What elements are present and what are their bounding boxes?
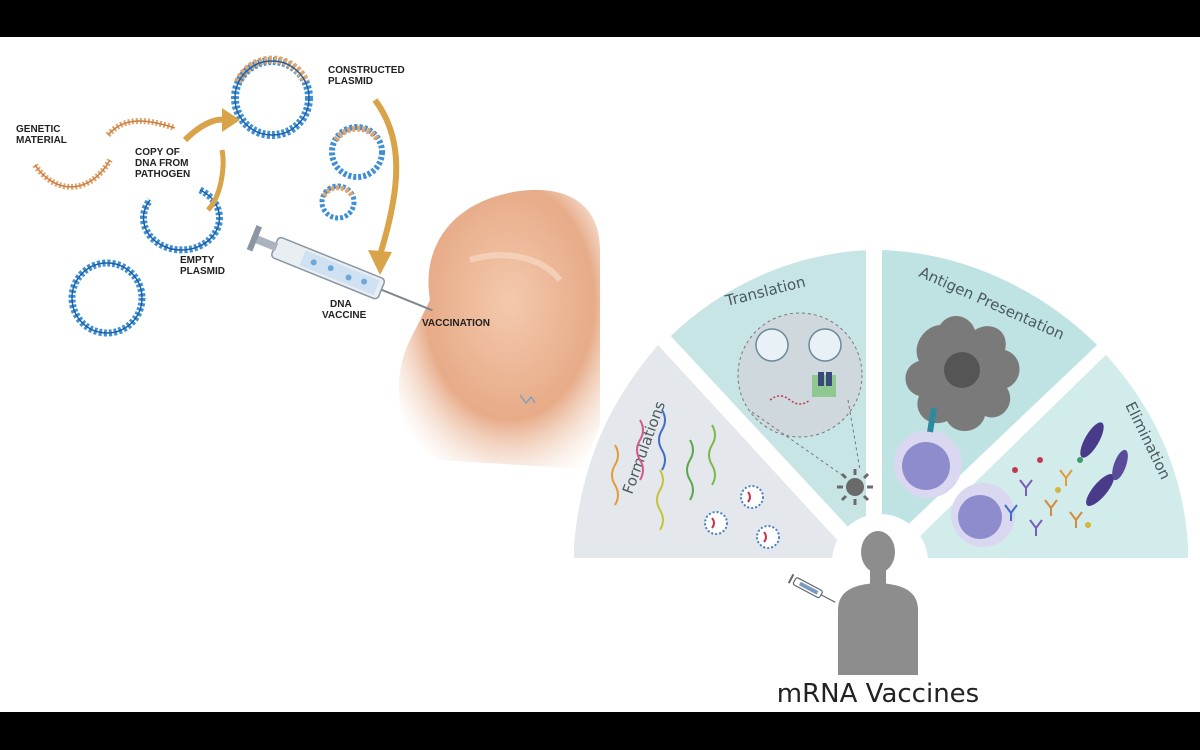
mrna-vaccine-diagram: Formulations Translation Antigen Present… <box>570 245 1192 709</box>
person-silhouette-icon <box>838 531 918 675</box>
pathogen-dna-copy-strand <box>105 118 176 138</box>
empty-plasmid-ring <box>140 186 223 254</box>
t-cell-icon <box>894 407 962 498</box>
dendritic-cell-small-icon <box>837 469 873 505</box>
label-dna-vaccine: DNA VACCINE <box>322 299 367 321</box>
b-cell-icon <box>951 483 1015 547</box>
segment-formulations <box>570 338 842 562</box>
label-copy-of-dna: COPY OF DNA FROM PATHOGEN <box>135 147 191 180</box>
syringe-icon <box>246 225 433 312</box>
top-letterbox <box>0 0 1200 37</box>
diagram-title: mRNA Vaccines <box>777 679 979 709</box>
antibodies-pathogens <box>1004 422 1128 536</box>
cell-translation-zoom <box>737 312 863 476</box>
bottom-letterbox <box>0 712 1200 750</box>
label-constructed-plasmid: CONSTRUCTED PLASMID <box>328 65 407 87</box>
small-plasmid-rings <box>319 124 385 221</box>
mrna-strands <box>611 409 716 531</box>
genetic-material-strand <box>32 158 113 190</box>
arm-illustration <box>398 189 600 470</box>
small-syringe-icon <box>787 573 836 603</box>
constructed-plasmid-ring <box>231 55 313 139</box>
dendritic-cell-icon <box>905 315 1020 432</box>
lipid-nanoparticles <box>704 485 780 549</box>
process-arrow-up <box>182 108 240 212</box>
label-genetic-material: GENETIC MATERIAL <box>16 124 67 146</box>
dna-vaccine-diagram: GENETIC MATERIAL COPY OF DNA FROM PATHOG… <box>16 55 600 470</box>
plasmid-ring-loose <box>68 259 146 337</box>
process-arrow-down <box>368 98 400 275</box>
label-vaccination: VACCINATION <box>422 318 490 329</box>
label-empty-plasmid: EMPTY PLASMID <box>180 255 225 277</box>
